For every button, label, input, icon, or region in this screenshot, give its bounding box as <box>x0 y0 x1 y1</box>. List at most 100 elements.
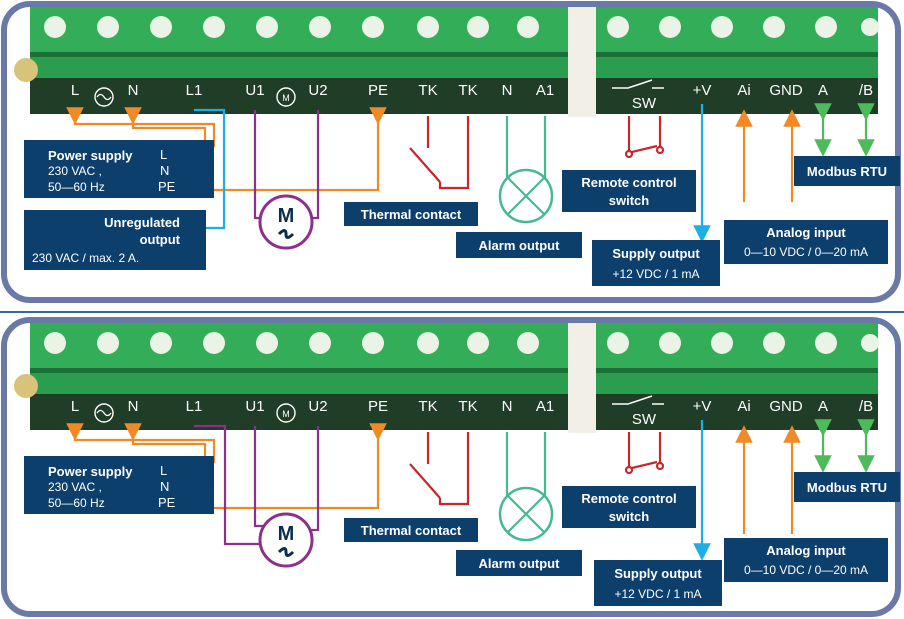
terminal-label: A1 <box>536 82 554 99</box>
svg-text:0—10 VDC / 0—20 mA: 0—10 VDC / 0—20 mA <box>744 245 868 259</box>
motor-symbol <box>258 194 314 250</box>
svg-text:Analog input: Analog input <box>766 225 846 240</box>
terminal-label: TK <box>418 82 437 99</box>
svg-text:M: M <box>282 409 290 419</box>
svg-text:Power supply: Power supply <box>48 464 133 479</box>
svg-text:PE: PE <box>158 179 176 194</box>
terminal-label: A <box>818 398 828 415</box>
terminal-label: N <box>128 398 139 415</box>
terminal-label: +V <box>693 398 712 415</box>
terminal-label: L <box>71 82 79 99</box>
svg-text:230 VAC ,: 230 VAC , <box>48 164 102 178</box>
svg-text:switch: switch <box>609 509 650 524</box>
terminal-board <box>14 7 879 117</box>
terminal-label: U1 <box>245 398 264 415</box>
terminal-label: U1 <box>245 82 264 99</box>
diagram-canvas-top: L N L1 U1 M U2 PE TK TK N A1 SW +V Ai GN… <box>1 1 901 303</box>
screw-row <box>44 16 879 38</box>
wires <box>66 103 875 243</box>
terminal-label: PE <box>368 82 388 99</box>
label-power-supply: Power supply 230 VAC , 50—60 Hz L N PE <box>24 456 214 514</box>
terminal-label: TK <box>458 82 477 99</box>
screw-row <box>44 332 879 354</box>
svg-text:N: N <box>160 163 169 178</box>
terminal-label: L <box>71 398 79 415</box>
svg-text:Thermal contact: Thermal contact <box>361 523 462 538</box>
board-corner-mark <box>14 58 38 82</box>
svg-text:50—60 Hz: 50—60 Hz <box>48 180 105 194</box>
divider <box>0 311 904 313</box>
diagram-canvas-bottom: L N L1 U1 M U2 PE TK TK N A1 SW +V Ai GN… <box>1 317 901 617</box>
label-supply-output: Supply output +12 VDC / 1 mA <box>592 240 720 286</box>
label-unregulated-output: Unregulated output 230 VAC / max. 2 A. <box>24 210 206 270</box>
terminal-label: TK <box>418 398 437 415</box>
board-gap <box>568 7 596 117</box>
terminal-label: Ai <box>737 82 750 99</box>
label-analog-input: Analog input 0—10 VDC / 0—20 mA <box>724 538 888 582</box>
label-analog-input: Analog input 0—10 VDC / 0—20 mA <box>724 220 888 264</box>
motor-wave-icon <box>277 229 295 239</box>
terminal-label: /B <box>859 82 873 99</box>
svg-text:PE: PE <box>158 495 176 510</box>
board-gap <box>568 323 596 433</box>
label-supply-output: Supply output +12 VDC / 1 mA <box>594 560 722 606</box>
svg-text:Alarm output: Alarm output <box>479 238 561 253</box>
svg-text:L: L <box>160 147 167 162</box>
svg-text:L: L <box>160 463 167 478</box>
svg-text:Supply output: Supply output <box>614 566 702 581</box>
terminal-label: +V <box>693 82 712 99</box>
label-power-supply: Power supply 230 VAC , 50—60 Hz L N PE <box>24 140 214 198</box>
motor-wave-icon <box>277 547 295 557</box>
motor-label: M <box>278 523 295 545</box>
terminal-label: GND <box>769 398 803 415</box>
label-thermal-contact: Thermal contact <box>344 518 478 542</box>
svg-text:Alarm output: Alarm output <box>479 556 561 571</box>
terminal-label: L1 <box>186 82 203 99</box>
svg-text:Supply output: Supply output <box>612 246 700 261</box>
terminal-label: A1 <box>536 398 554 415</box>
terminal-labels: L N L1 U1 M U2 PE TK TK N A1 SW +V Ai GN… <box>71 395 873 428</box>
terminal-label: N <box>502 82 513 99</box>
label-alarm-output: Alarm output <box>456 232 582 258</box>
label-remote-control-switch: Remote control switch <box>562 486 696 528</box>
label-alarm-output: Alarm output <box>456 550 582 576</box>
svg-text:output: output <box>140 232 181 247</box>
svg-text:0—10 VDC / 0—20 mA: 0—10 VDC / 0—20 mA <box>744 563 868 577</box>
terminal-label: Ai <box>737 398 750 415</box>
svg-text:Unregulated: Unregulated <box>104 215 180 230</box>
terminal-label: A <box>818 82 828 99</box>
terminal-board <box>14 323 879 433</box>
board-corner-mark <box>14 374 38 398</box>
terminal-label: N <box>128 82 139 99</box>
terminal-label: SW <box>632 411 657 428</box>
terminal-label: GND <box>769 82 803 99</box>
wires <box>66 419 875 561</box>
terminal-label: U2 <box>308 398 327 415</box>
svg-text:Thermal contact: Thermal contact <box>361 207 462 222</box>
svg-text:Power supply: Power supply <box>48 148 133 163</box>
svg-text:Modbus RTU: Modbus RTU <box>807 480 887 495</box>
svg-text:switch: switch <box>609 193 650 208</box>
motor-label: M <box>278 205 295 227</box>
terminal-label: PE <box>368 398 388 415</box>
svg-text:Remote control: Remote control <box>581 175 676 190</box>
svg-text:M: M <box>282 93 290 103</box>
svg-text:Analog input: Analog input <box>766 543 846 558</box>
label-modbus-rtu: Modbus RTU <box>794 156 900 186</box>
terminal-label: /B <box>859 398 873 415</box>
terminal-label: L1 <box>186 398 203 415</box>
terminal-label: SW <box>632 95 657 112</box>
svg-text:50—60 Hz: 50—60 Hz <box>48 496 105 510</box>
svg-text:N: N <box>160 479 169 494</box>
svg-text:Remote control: Remote control <box>581 491 676 506</box>
terminal-label: U2 <box>308 82 327 99</box>
terminal-label: TK <box>458 398 477 415</box>
wiring-diagram-bottom: L N L1 U1 M U2 PE TK TK N A1 SW +V Ai GN… <box>0 316 904 619</box>
label-modbus-rtu: Modbus RTU <box>794 472 900 502</box>
label-remote-control-switch: Remote control switch <box>562 170 696 212</box>
motor-symbol <box>258 512 314 568</box>
svg-text:Modbus RTU: Modbus RTU <box>807 164 887 179</box>
wiring-diagram-top: L N L1 U1 M U2 PE TK TK N A1 SW +V Ai GN… <box>0 0 904 305</box>
svg-text:+12 VDC / 1 mA: +12 VDC / 1 mA <box>614 587 701 601</box>
terminal-labels: L N L1 U1 M U2 PE TK TK N A1 SW +V Ai GN… <box>71 79 873 112</box>
